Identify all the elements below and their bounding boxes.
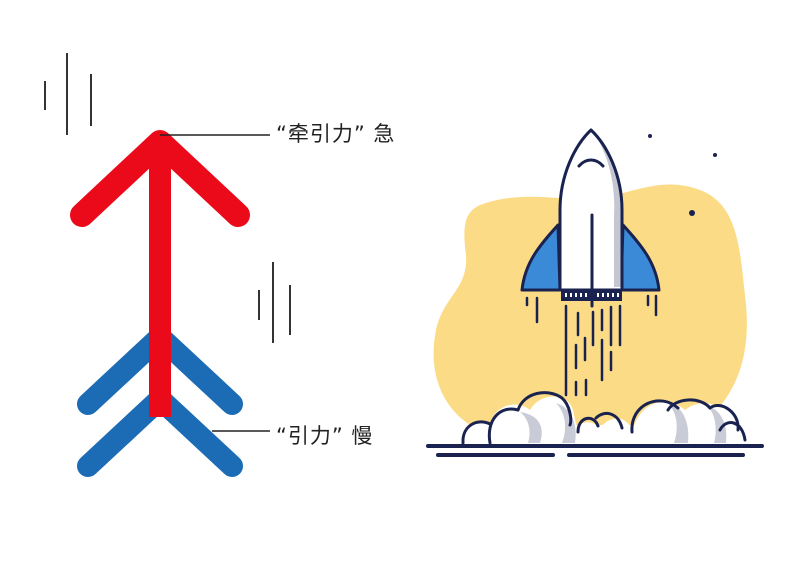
background-blob [433,184,747,425]
rocket-body [560,130,622,290]
star-dot [689,210,695,216]
rocket-nozzle [561,290,622,301]
rocket-illustration [426,128,764,457]
motion-lines-middle [258,262,291,343]
rocket-window-arc [577,158,605,168]
motion-lines-top [44,53,92,135]
traction-arrow [70,130,250,417]
star-dot [648,134,652,138]
rocket-fin-left [520,223,562,292]
gravity-label: “引力” 慢 [276,424,374,448]
ground-lines [426,444,764,457]
launch-clouds [461,391,747,445]
traction-label: “牵引力” 急 [276,122,396,146]
exhaust-lines [525,294,658,397]
star-dot [713,153,717,157]
rocket-fin-right [619,223,661,292]
